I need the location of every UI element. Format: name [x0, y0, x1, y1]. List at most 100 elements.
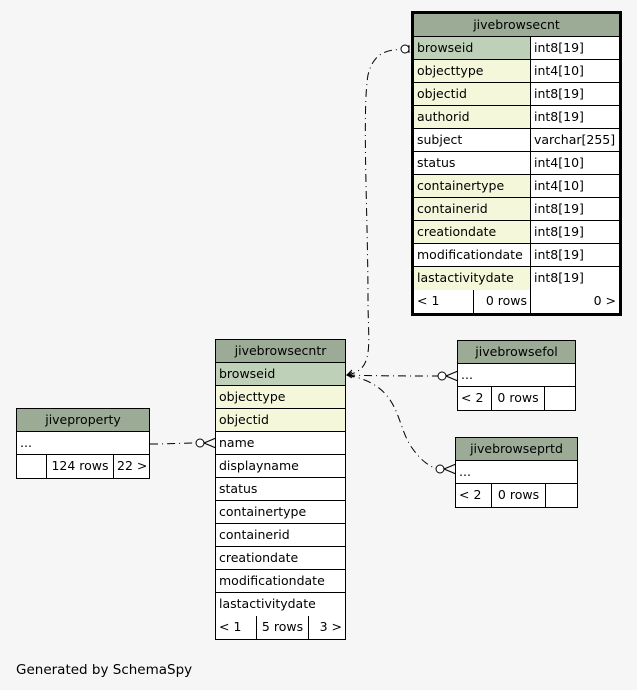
table-stats-row: 124 rows 22 > [17, 455, 149, 478]
column-type: int8[19] [530, 198, 619, 220]
row-count: 0 rows [491, 484, 545, 507]
column-name: lastactivitydate [219, 596, 316, 611]
parents-count[interactable]: < 1 [417, 293, 440, 308]
column-row[interactable]: objecttype [216, 386, 345, 409]
marker-cntr-circle [195, 438, 205, 448]
ellipsis-label: ... [459, 464, 471, 479]
children-count[interactable] [544, 387, 575, 410]
column-name: browseid [414, 37, 530, 59]
column-name: containertype [414, 175, 530, 197]
marker-prtd-circle [435, 464, 445, 474]
column-type: int8[19] [530, 106, 619, 128]
column-row[interactable]: modificationdate [216, 570, 345, 593]
column-name: subject [417, 132, 463, 147]
column-name: containerid [414, 198, 530, 220]
column-type: int8[19] [530, 37, 619, 59]
marker-cnt-circle [400, 44, 410, 54]
column-type: int4[10] [530, 152, 619, 174]
parents-count[interactable]: < 1 [219, 619, 242, 634]
column-name: creationdate [219, 550, 299, 565]
column-type: varchar[255] [530, 129, 619, 151]
column-row[interactable]: lastactivitydate [216, 593, 345, 616]
table-header[interactable]: jivebrowsefol [458, 341, 575, 364]
edge-cntr-to-prtd [346, 374, 441, 470]
table-jivebrowseprtd[interactable]: jivebrowseprtd ... < 2 0 rows [455, 437, 578, 508]
edge-property-to-cntr [149, 442, 199, 445]
table-header[interactable]: jivebrowsecntr [216, 340, 345, 363]
column-name: browseid [216, 363, 345, 385]
column-row[interactable]: containerid [216, 524, 345, 547]
marker-fol-circle [437, 371, 447, 381]
column-row[interactable]: subject varchar[255] [414, 129, 619, 152]
column-row[interactable]: displayname [216, 455, 345, 478]
ellipsis-label: ... [20, 435, 32, 450]
table-jiveproperty[interactable]: jiveproperty ... 124 rows 22 > [16, 408, 150, 479]
column-name: modificationdate [219, 573, 325, 588]
table-header[interactable]: jivebrowsecnt [414, 14, 619, 37]
table-stats-row: < 1 0 rows 0 > [414, 290, 619, 313]
crowfoot-cntr-in [203, 437, 217, 449]
column-type: int8[19] [530, 221, 619, 243]
column-type: int8[19] [530, 83, 619, 105]
children-count[interactable]: 3 > [308, 616, 345, 639]
column-type: int8[19] [530, 267, 619, 290]
table-stats-row: < 2 0 rows [456, 484, 577, 507]
children-count[interactable] [545, 484, 577, 507]
crowfoot-fol [445, 370, 459, 382]
column-name: authorid [414, 106, 530, 128]
children-count[interactable]: 0 > [530, 290, 619, 313]
column-row[interactable]: containertype [216, 501, 345, 524]
table-jivebrowsefol[interactable]: jivebrowsefol ... < 2 0 rows [457, 340, 576, 411]
column-name: creationdate [414, 221, 530, 243]
column-row[interactable]: browseid [216, 363, 345, 386]
ellipsis-label: ... [461, 367, 473, 382]
column-name: status [219, 481, 258, 496]
column-name: containerid [219, 527, 290, 542]
column-name: objecttype [414, 60, 530, 82]
parents-count[interactable]: < 2 [461, 390, 484, 405]
row-count: 5 rows [256, 616, 308, 639]
column-name: lastactivitydate [414, 267, 530, 290]
column-name: name [219, 435, 255, 450]
generated-by-footer: Generated by SchemaSpy [16, 662, 193, 678]
column-type: int4[10] [530, 175, 619, 197]
row-count: 0 rows [491, 387, 544, 410]
table-stats-row: < 1 5 rows 3 > [216, 616, 345, 639]
parents-count[interactable]: < 2 [459, 487, 482, 502]
column-row[interactable]: objectid [216, 409, 345, 432]
row-count: 0 rows [473, 290, 530, 313]
column-name: displayname [219, 458, 299, 473]
column-ellipsis: ... [17, 432, 149, 455]
column-type: int8[19] [530, 244, 619, 266]
crowfoot-prtd [443, 463, 457, 475]
column-name: objectid [414, 83, 530, 105]
column-name: objectid [216, 409, 345, 431]
column-row[interactable]: modificationdate int8[19] [414, 244, 619, 267]
edge-cntr-to-fol [346, 374, 443, 377]
column-ellipsis: ... [456, 461, 577, 484]
column-ellipsis: ... [458, 364, 575, 387]
column-row[interactable]: name [216, 432, 345, 455]
table-header[interactable]: jivebrowseprtd [456, 438, 577, 461]
column-row[interactable]: status [216, 478, 345, 501]
children-count[interactable]: 22 > [113, 455, 149, 478]
table-header[interactable]: jiveproperty [17, 409, 149, 432]
column-name: objecttype [216, 386, 345, 408]
column-row[interactable]: creationdate [216, 547, 345, 570]
column-type: int4[10] [530, 60, 619, 82]
crowfoot-cntr-b [346, 369, 355, 378]
parents-count[interactable] [17, 455, 46, 478]
column-name: modificationdate [417, 247, 523, 262]
